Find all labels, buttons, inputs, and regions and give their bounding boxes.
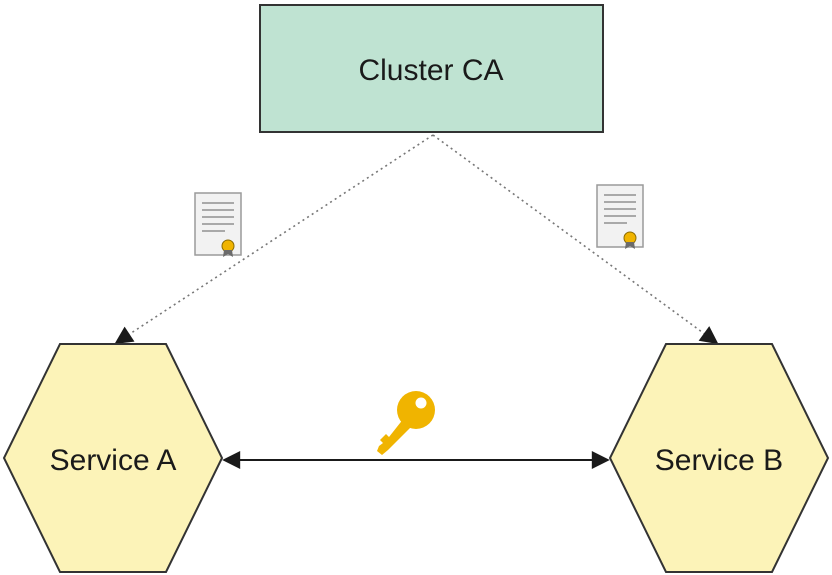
node-cluster-ca[interactable]: Cluster CA	[259, 4, 604, 133]
node-service-a-label: Service A	[50, 444, 177, 477]
node-service-b-label: Service B	[655, 444, 783, 477]
node-service-b-shape	[608, 343, 830, 573]
node-cluster-ca-shape	[259, 4, 604, 133]
node-cluster-ca-label: Cluster CA	[358, 54, 503, 87]
key-icon	[377, 391, 435, 455]
edge-ca-to-service-b	[432, 134, 719, 345]
node-service-a[interactable]: Service A	[2, 343, 224, 573]
certificate-icon	[194, 192, 242, 257]
certificate-icon	[596, 184, 644, 249]
edge-ca-to-service-a	[114, 134, 434, 344]
node-service-b[interactable]: Service B	[608, 343, 830, 573]
node-service-a-shape	[2, 343, 224, 573]
